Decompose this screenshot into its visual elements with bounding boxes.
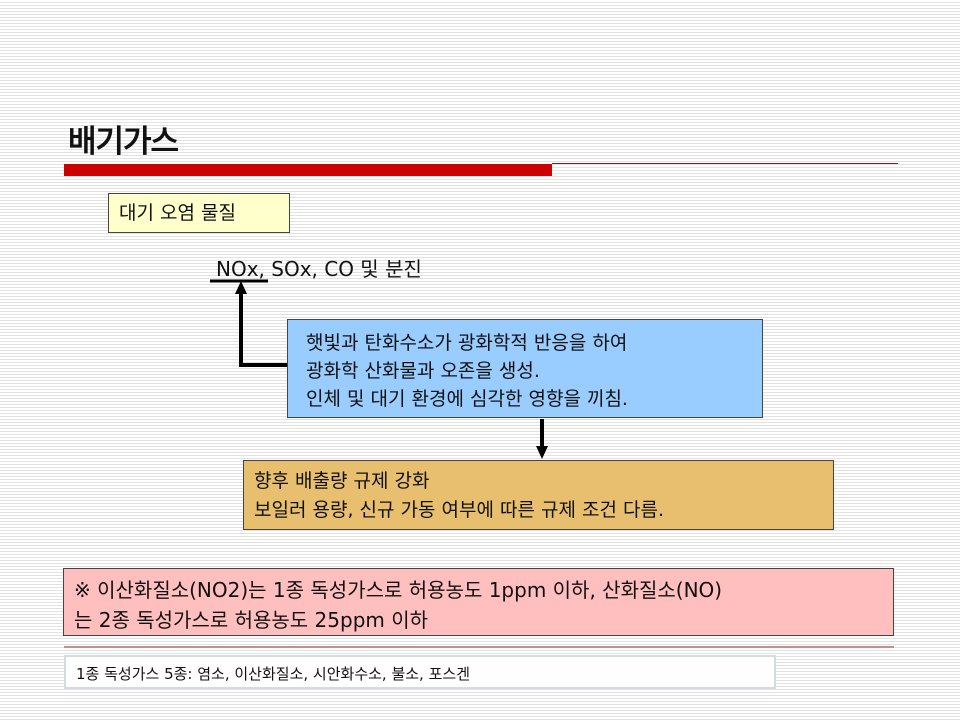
effects-line: 햇빛과 탄화수소가 광화학적 반응을 하여 xyxy=(306,332,628,354)
effects-line: 광화학 산화물과 오존을 생성. xyxy=(306,360,540,382)
arrow-up-head xyxy=(235,281,247,294)
title-accent-bar xyxy=(64,164,552,176)
regulation-line: 향후 배출량 규제 강화 xyxy=(254,470,430,492)
warning-box: ※ 이산화질소(NO2)는 1종 독성가스로 허용농도 1ppm 이하, 산화질… xyxy=(63,568,894,636)
pollutants-text: NOx, SOx, CO 및 분진 xyxy=(216,257,422,281)
effects-box: 햇빛과 탄화수소가 광화학적 반응을 하여 광화학 산화물과 오존을 생성. 인… xyxy=(287,319,763,418)
slide-title: 배기가스 xyxy=(68,124,179,160)
category-label-box: 대기 오염 물질 xyxy=(108,193,290,233)
effects-line: 인체 및 대기 환경에 심각한 영향을 끼침. xyxy=(306,388,628,410)
regulation-line: 보일러 용량, 신규 가동 여부에 따른 규제 조건 다름. xyxy=(254,499,664,521)
regulation-box: 향후 배출량 규제 강화 보일러 용량, 신규 가동 여부에 따른 규제 조건 … xyxy=(243,460,834,530)
footnote-box: 1종 독성가스 5종: 염소, 이산화질소, 시안화수소, 불소, 포스겐 xyxy=(64,655,776,689)
arrow-up-line xyxy=(239,292,287,367)
warning-line: ※ 이산화질소(NO2)는 1종 독성가스로 허용농도 1ppm 이하, 산화질… xyxy=(74,578,723,602)
title-divider-line xyxy=(552,163,898,164)
warning-line: 는 2종 독성가스로 허용농도 25ppm 이하 xyxy=(74,608,429,632)
arrow-down-head xyxy=(536,446,548,459)
footer-divider xyxy=(64,646,894,648)
